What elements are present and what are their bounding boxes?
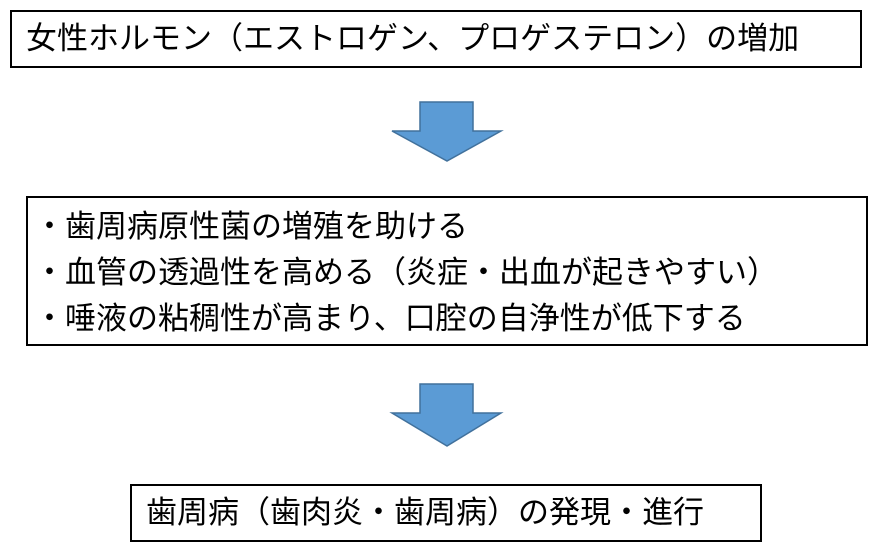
effect-item: ・血管の透過性を高める（炎症・出血が起きやすい） <box>34 255 778 291</box>
step-box-hormone-increase: 女性ホルモン（エストロゲン、プロゲステロン）の増加 <box>10 10 862 68</box>
effect-item: ・歯周病原性菌の増殖を助ける <box>34 209 468 245</box>
step-box-periodontal-disease: 歯周病（歯肉炎・歯周病）の発現・進行 <box>130 484 762 542</box>
down-arrow-icon <box>391 101 504 162</box>
step-box-effects: ・歯周病原性菌の増殖を助ける ・血管の透過性を高める（炎症・出血が起きやすい） … <box>26 196 868 346</box>
effect-item: ・唾液の粘稠性が高まり、口腔の自浄性が低下する <box>34 301 746 337</box>
down-arrow-icon <box>389 383 504 447</box>
step-text: 女性ホルモン（エストロゲン、プロゲステロン）の増加 <box>26 21 800 57</box>
step-text: 歯周病（歯肉炎・歯周病）の発現・進行 <box>146 495 704 531</box>
